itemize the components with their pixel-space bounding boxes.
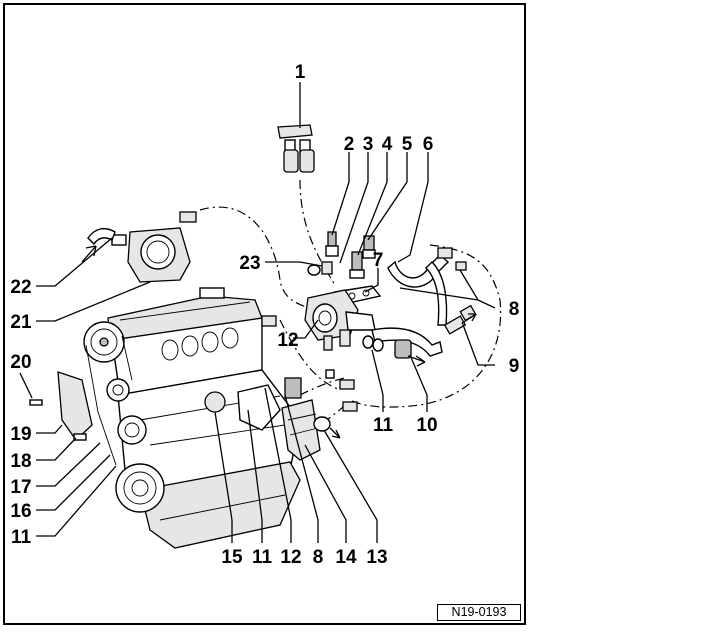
part-18-bolt	[73, 433, 87, 441]
part-19-bracket	[57, 371, 93, 441]
callout-6: 6	[423, 134, 434, 155]
callout-20: 20	[10, 352, 31, 373]
callout-11-bottom: 11	[252, 547, 273, 568]
callout-17: 17	[10, 477, 31, 498]
callout-23: 23	[239, 253, 260, 274]
callout-22: 22	[10, 277, 31, 298]
figure-reference-code: N19-0193	[437, 604, 521, 621]
callout-5: 5	[402, 134, 413, 155]
callout-12-bottom: 12	[280, 547, 301, 568]
callout-8-right: 8	[509, 299, 520, 320]
flow-arrows	[81, 245, 477, 439]
part-20-bolt	[29, 399, 43, 406]
leader-lines	[19, 82, 496, 543]
small-connector	[179, 211, 197, 223]
callout-16: 16	[10, 501, 31, 522]
callout-14: 14	[335, 547, 357, 568]
callout-7: 7	[373, 250, 384, 271]
part-22-hose	[87, 227, 116, 246]
callout-15: 15	[221, 547, 243, 568]
callout-19: 19	[10, 424, 31, 445]
callout-3: 3	[363, 134, 374, 155]
callout-13: 13	[366, 547, 387, 568]
callout-8-bottom: 8	[313, 547, 324, 568]
parts-8-10-pipe-assembly	[362, 261, 477, 359]
callout-labels: 1 2 3 4 5 6 7 8 9 10 11 12 23 22 21 20 1…	[10, 62, 519, 568]
callout-18: 18	[10, 451, 31, 472]
parts-2-5-sensors	[307, 231, 376, 279]
callout-4: 4	[382, 134, 393, 155]
part-1-coolant-flange	[277, 124, 315, 173]
hose-connectors	[261, 315, 358, 412]
callout-11-left: 11	[11, 527, 32, 548]
callout-1: 1	[295, 62, 306, 83]
callout-21: 21	[10, 312, 32, 333]
engine-block	[83, 287, 331, 549]
callout-11-right: 11	[373, 415, 394, 436]
part-21-throttle-body	[111, 227, 191, 283]
callout-2: 2	[344, 134, 355, 155]
callout-12-right: 12	[277, 330, 298, 351]
callout-10: 10	[416, 415, 437, 436]
callout-9: 9	[509, 356, 520, 377]
part-12-coolant-flange-housing	[304, 289, 376, 351]
